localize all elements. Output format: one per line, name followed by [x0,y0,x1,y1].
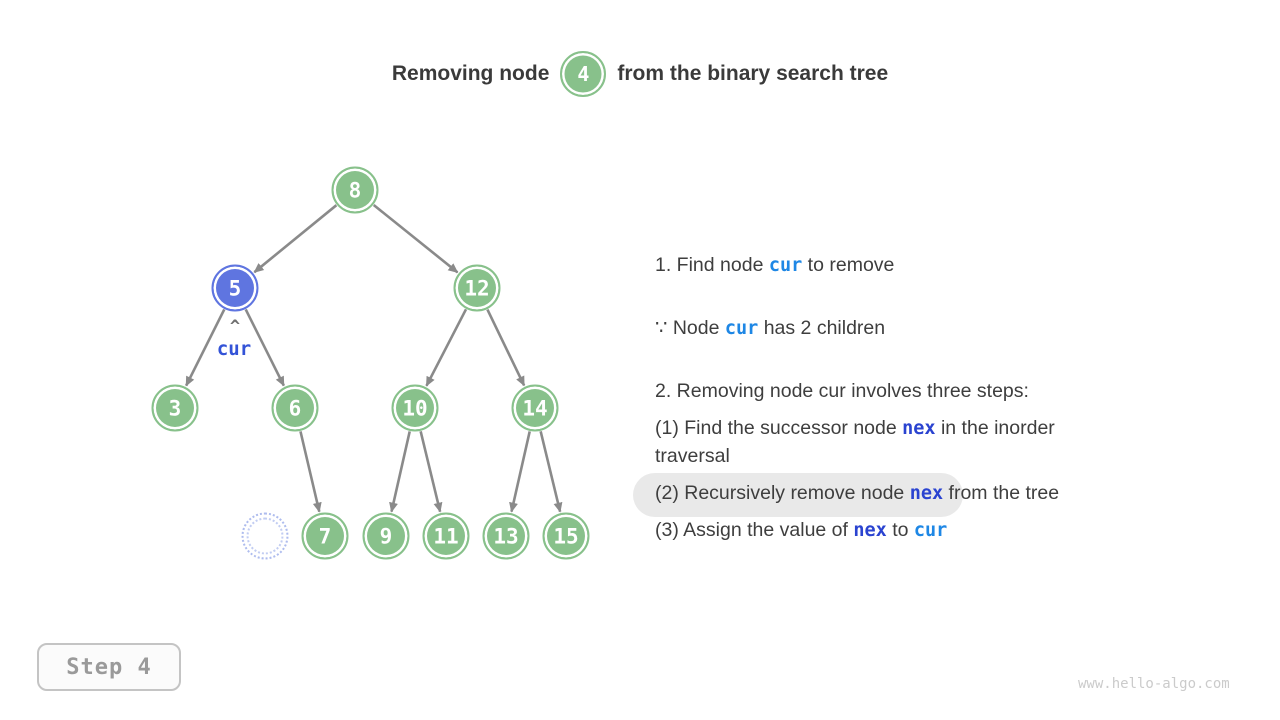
step-badge-label: Step 4 [66,654,152,680]
tree-edge-8-5 [253,204,338,274]
code-token-nex: nex [853,520,887,541]
tree-node-10: 10 [391,384,439,432]
tree-edge-10-9 [389,431,411,513]
figure-title: Removing node 4 from the binary search t… [0,50,1280,98]
step-line-7: (3) Assign the value of nex to cur [655,517,1235,543]
cur-pointer-arrow-icon: ^ [229,317,241,337]
tree-node-6: 6 [271,384,319,432]
code-token-cur: cur [913,520,948,541]
step-badge: Step 4 [37,643,181,691]
step-text: (2) Recursively remove node [655,482,910,504]
tree-edges [185,204,563,513]
tree-edge-10-11 [419,431,443,513]
code-token-nex: nex [902,418,936,439]
title-node-value: 4 [577,62,590,86]
tree-edge-8-12 [372,204,459,274]
step-line-5: traversal [655,443,1235,469]
title-prefix: Removing node [391,62,550,85]
step-text: to [886,519,914,541]
tree-node-3: 3 [151,384,199,432]
tree-edge-5-3 [185,308,226,387]
step-text: in the inorder [935,417,1055,439]
step-text: has 2 children [758,317,886,339]
step-line-2: ∵ Node cur has 2 children [655,315,1235,341]
step-line-1: 1. Find node cur to remove [655,252,1235,278]
title-suffix: from the binary search tree [617,62,889,85]
step-text: (1) Find the successor node [655,417,903,439]
tree-edge-6-7 [299,431,322,513]
tree-node-8: 8 [331,166,379,214]
tree-edge-14-13 [509,431,531,513]
tree-node-5: 5 [211,264,259,312]
step-text: 2. Removing node cur involves three step… [655,380,1029,402]
steps-panel: 1. Find node cur to remove ∵ Node cur has… [633,252,1235,543]
code-token-cur: cur [724,318,759,339]
tree-edge-12-14 [486,309,526,387]
tree-node-11: 11 [422,512,470,560]
tree-node-12: 12 [453,264,501,312]
tree-node-9: 9 [362,512,410,560]
tree-node-15: 15 [542,512,590,560]
tree-edge-5-6 [244,308,285,387]
step-text: traversal [655,445,730,467]
step-line-4: (1) Find the successor node nex in the i… [655,415,1235,441]
tree-node-7: 7 [301,512,349,560]
step-text: 1. Find node [655,254,769,276]
tree-node-13: 13 [482,512,530,560]
cur-pointer-label: cur [216,338,252,360]
tree-edge-14-15 [539,431,563,513]
code-token-nex: nex [909,483,944,504]
step-text: from the tree [943,482,1060,504]
code-token-cur: cur [768,255,803,276]
tree-edge-12-10 [425,308,468,387]
removed-node-placeholder [241,512,289,560]
watermark: www.hello-algo.com [1078,676,1230,692]
step-text: ∵ Node [655,317,725,339]
step-line-6: (2) Recursively remove node nex from the… [633,473,1235,517]
title-node-circle: 4 [560,51,607,97]
step-text: (3) Assign the value of [655,519,854,541]
tree-node-14: 14 [511,384,559,432]
step-text: to remove [802,254,895,276]
step-line-3: 2. Removing node cur involves three step… [655,378,1235,404]
